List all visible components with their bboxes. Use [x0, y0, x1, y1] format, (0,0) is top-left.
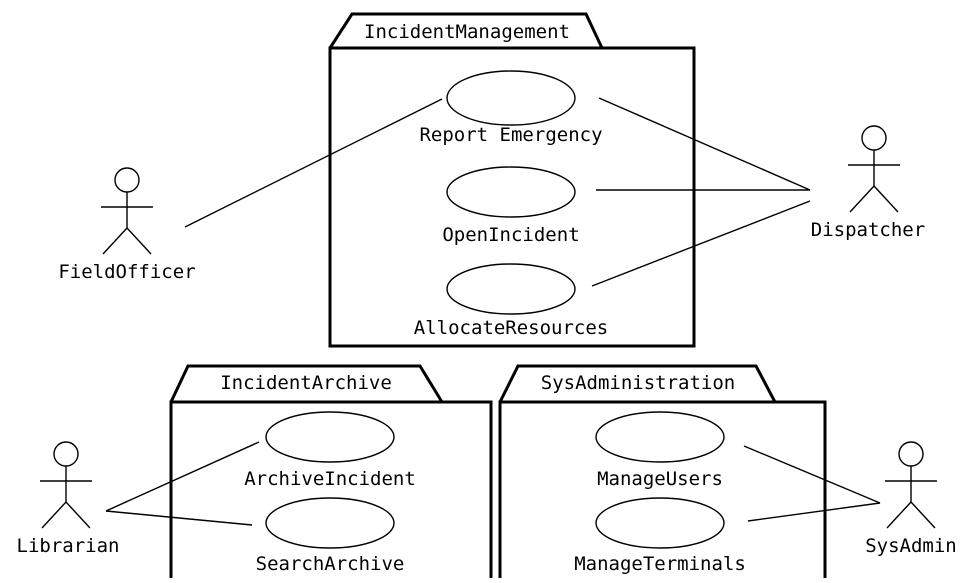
- package-body: [328, 46, 696, 348]
- actor-dispatcher: Dispatcher: [811, 125, 925, 241]
- stick-figure-icon: [885, 441, 937, 529]
- package-title: SysAdministration: [541, 372, 735, 394]
- stick-figure-icon: [40, 441, 92, 529]
- use-case-ellipse: [265, 411, 395, 463]
- package-tab: [498, 364, 777, 403]
- association-dispatcher-allocate-resources: [591, 200, 811, 287]
- association-dispatcher-report-emergency: [598, 97, 811, 191]
- use-case-manage-users: ManageUsers: [595, 411, 725, 490]
- use-case-label: AllocateResources: [414, 317, 608, 339]
- associations: [105, 97, 881, 526]
- use-case-label: ManageTerminals: [574, 553, 746, 575]
- actor-label: FieldOfficer: [58, 261, 195, 283]
- package-tab: [169, 364, 444, 403]
- use-case-ellipse: [446, 166, 576, 218]
- use-case-archive-incident: ArchiveIncident: [244, 411, 416, 490]
- stick-figure-icon: [848, 125, 900, 213]
- use-case-label: ManageUsers: [597, 468, 723, 490]
- use-case-ellipse: [446, 263, 576, 315]
- actor-sys-admin: SysAdmin: [865, 441, 957, 557]
- use-case-label: OpenIncident: [442, 224, 579, 246]
- association-fieldofficer-report-emergency: [184, 98, 443, 228]
- stick-figure-icon: [101, 167, 153, 255]
- use-case-ellipse: [446, 70, 576, 126]
- association-sysadmin-manage-users: [743, 445, 881, 504]
- actor-label: Librarian: [17, 535, 120, 557]
- use-case-ellipse: [595, 411, 725, 463]
- use-case-label: Report Emergency: [419, 124, 602, 146]
- use-case-allocate-resources: AllocateResources: [414, 263, 608, 339]
- association-sysadmin-manage-terminals: [747, 502, 881, 522]
- use-case-label: ArchiveIncident: [244, 468, 416, 490]
- association-librarian-search-archive: [105, 510, 253, 526]
- package-tab: [328, 12, 604, 49]
- use-case-search-archive: SearchArchive: [256, 497, 405, 575]
- use-case-ellipse: [265, 497, 395, 549]
- actor-field-officer: FieldOfficer: [58, 167, 196, 283]
- association-librarian-archive-incident: [105, 441, 260, 512]
- use-case-label: SearchArchive: [256, 553, 405, 575]
- package-sys-administration: SysAdministration: [498, 364, 827, 580]
- package-body: [498, 400, 827, 580]
- actor-librarian: Librarian: [17, 441, 120, 557]
- use-case-open-incident: OpenIncident: [442, 166, 580, 246]
- package-incident-management: IncidentManagement: [328, 12, 696, 348]
- use-case-ellipse: [595, 497, 725, 549]
- actor-label: SysAdmin: [865, 535, 957, 557]
- use-case-manage-terminals: ManageTerminals: [574, 497, 746, 575]
- use-case-report-emergency: Report Emergency: [419, 70, 603, 146]
- package-title: IncidentManagement: [364, 21, 570, 43]
- package-body: [169, 400, 493, 580]
- actor-label: Dispatcher: [811, 219, 925, 241]
- package-title: IncidentArchive: [220, 372, 392, 394]
- package-incident-archive: IncidentArchive: [169, 364, 493, 580]
